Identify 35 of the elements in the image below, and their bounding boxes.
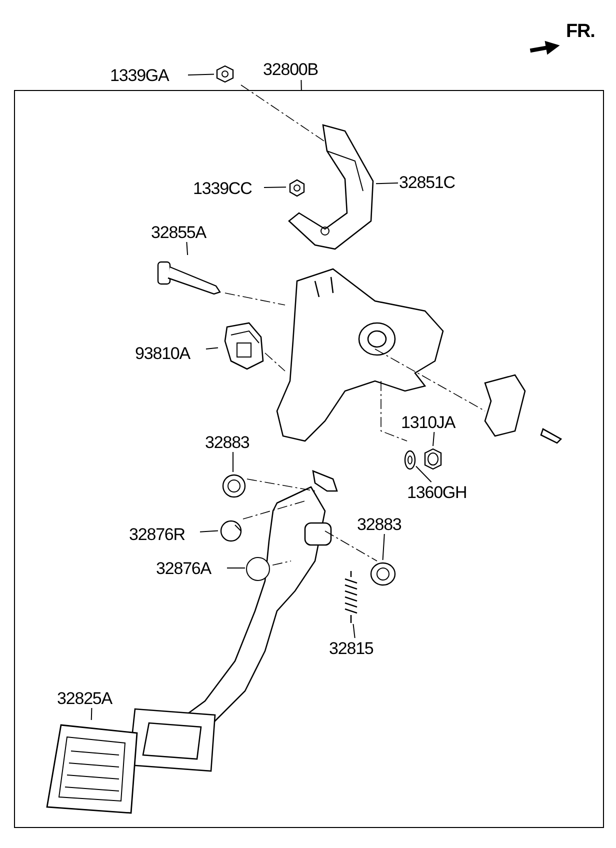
part-number: 1339GA <box>110 66 188 86</box>
nut-drawing <box>287 178 307 198</box>
part-number: 32883 <box>357 515 415 535</box>
leader-line <box>382 534 385 560</box>
leader-line <box>200 530 218 532</box>
part-number: 32876A <box>156 559 228 579</box>
part-number: 32825A <box>57 689 129 709</box>
part-number: 1360GH <box>407 483 477 503</box>
part-number: 32851C <box>399 173 473 193</box>
part-number: 1310JA <box>401 413 471 433</box>
leader-line <box>416 466 432 482</box>
part-number: 32883 <box>205 433 263 453</box>
part-number: 32800B <box>263 60 339 80</box>
part-number: 1339CC <box>193 179 265 199</box>
leader-line <box>300 80 302 90</box>
cap-drawing <box>246 557 270 581</box>
leader-line <box>186 242 188 256</box>
part-number: 93810A <box>135 344 207 364</box>
bushing-drawing <box>369 561 397 587</box>
leader-line <box>206 347 218 350</box>
leader-line <box>90 708 92 720</box>
direction-label: FR. <box>566 22 595 42</box>
bushing-drawing <box>221 473 247 499</box>
stopper-drawing <box>219 519 243 543</box>
leader-line <box>376 182 398 184</box>
part-number: 32855A <box>151 223 223 243</box>
leader-line <box>232 452 234 472</box>
leader-line <box>188 74 214 76</box>
washer-drawing <box>403 449 417 471</box>
part-number: 32876R <box>129 525 201 545</box>
leader-line <box>264 186 286 188</box>
nut-drawing <box>214 64 236 84</box>
leader-line <box>352 624 356 638</box>
leader-line <box>432 432 435 446</box>
part-number: 32815 <box>329 639 385 659</box>
